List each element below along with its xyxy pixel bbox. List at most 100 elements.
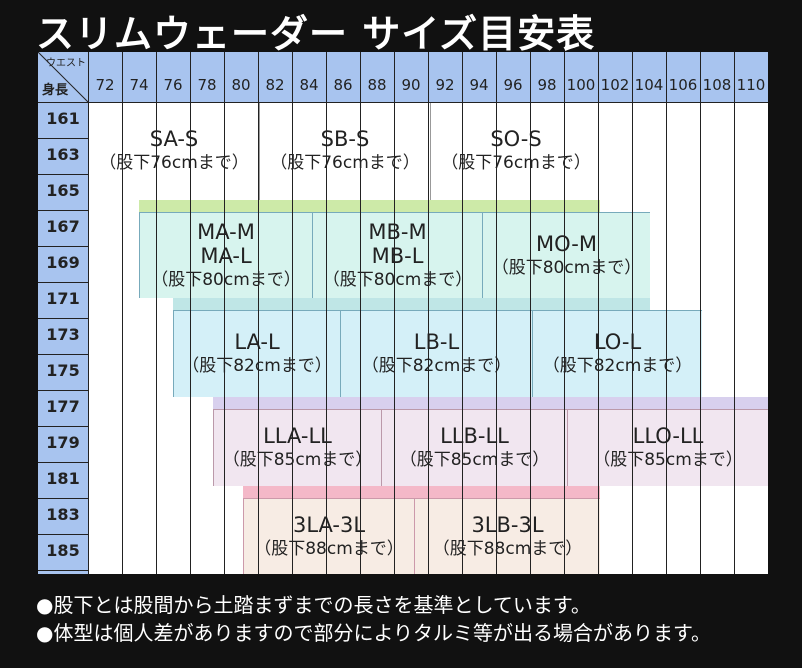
footnotes: ●股下とは股間から土踏まずまでの長さを基準としています。 ●体型は個人差がありま…	[36, 591, 711, 647]
height-row-header: 179	[46, 433, 80, 452]
grid-vline	[224, 52, 225, 574]
height-row-header: 181	[46, 469, 80, 488]
zone-inseam-note: （股下88cmまで）	[254, 538, 404, 559]
grid-vline	[530, 52, 531, 574]
waist-col-header: 106	[668, 76, 698, 94]
zone-inseam-note: （股下82cmまで）	[182, 356, 332, 376]
waist-label: ウエスト	[46, 58, 86, 69]
height-row-header: 185	[46, 541, 80, 560]
zone-inseam-note: （股下80cmまで）	[322, 269, 473, 290]
zone-inseam-note: （股下80cmまで）	[151, 269, 301, 290]
waist-col-header: 104	[634, 76, 664, 94]
height-row-header: 173	[46, 325, 80, 344]
zone-strip-m-l	[173, 298, 650, 310]
zone-code: MO-M	[536, 231, 597, 256]
zone-code: LLB-LL	[440, 424, 509, 448]
grid-vline	[428, 52, 429, 574]
grid-vline	[734, 52, 735, 574]
waist-col-header: 94	[469, 76, 489, 94]
waist-col-header: 110	[736, 76, 766, 94]
grid-vline	[258, 52, 259, 574]
size-zone-lo-l: LO-L （股下82cmまで）	[532, 310, 702, 397]
size-zone-3la-3l: 3LA-3L （股下88cmまで）	[243, 498, 414, 574]
size-zone-la-l: LA-L （股下82cmまで）	[173, 310, 340, 397]
size-zone-mo-m: MO-M （股下80cmまで）	[482, 212, 650, 298]
zone-inseam-note: （股下76cmまで）	[441, 153, 591, 173]
grid-hline	[38, 354, 88, 355]
size-zone-mb: MB-M MB-L （股下80cmまで）	[312, 212, 482, 298]
waist-col-header: 92	[435, 76, 455, 94]
zone-code: LO-L	[593, 330, 642, 354]
waist-col-header: 108	[702, 76, 732, 94]
grid-vline	[632, 52, 633, 574]
waist-col-header: 96	[503, 76, 523, 94]
zone-code-alt: MB-L	[371, 243, 424, 268]
grid-hline	[38, 534, 88, 535]
waist-col-header: 78	[197, 76, 217, 94]
height-row-header: 177	[46, 397, 80, 416]
zone-code-alt: MA-L	[200, 243, 252, 268]
grid-vline	[394, 52, 395, 574]
waist-col-header: 74	[129, 76, 149, 94]
grid-hline	[38, 174, 88, 175]
zone-inseam-note: （股下85cmまで）	[222, 450, 373, 470]
diagonal-divider	[38, 52, 88, 102]
grid-vline	[190, 52, 191, 574]
waist-col-header: 80	[231, 76, 251, 94]
grid-vline	[496, 52, 497, 574]
grid-vline	[122, 52, 123, 574]
waist-header-row	[38, 52, 768, 102]
grid-vline	[598, 52, 599, 574]
grid-hline	[38, 210, 88, 211]
zone-strip-s-m	[139, 200, 600, 212]
size-zone-3lb-3l: 3LB-3L （股下88cmまで）	[414, 498, 600, 574]
grid-vline	[156, 52, 157, 574]
grid-vline	[564, 52, 565, 574]
size-zone-lb-l: LB-L （股下82cmまで）	[340, 310, 532, 397]
grid-vline	[326, 52, 327, 574]
height-row-header: 171	[46, 289, 80, 308]
zone-inseam-note: （股下76cmまで）	[99, 153, 249, 173]
zone-code: LB-L	[413, 330, 460, 354]
size-zone-so-s: SO-S （股下76cmまで）	[430, 102, 601, 200]
footnote-inseam: ●股下とは股間から土踏まずまでの長さを基準としています。	[36, 593, 591, 617]
size-zone-sb-s: SB-S （股下76cmまで）	[259, 102, 430, 200]
zone-code: LLO-LL	[632, 424, 704, 448]
waist-col-header: 86	[333, 76, 353, 94]
height-row-header: 175	[46, 361, 80, 380]
zone-code: MB-M	[368, 219, 427, 244]
height-header-column	[38, 52, 88, 574]
size-zone-sa-s: SA-S （股下76cmまで）	[88, 102, 259, 200]
size-zone-ma: MA-M MA-L （股下80cmまで）	[139, 212, 312, 298]
grid-vline	[700, 52, 701, 574]
grid-vline	[666, 52, 667, 574]
zone-inseam-note: （股下85cmまで）	[593, 450, 743, 470]
grid-hline	[38, 246, 88, 247]
page-title: スリムウェーダー サイズ目安表	[36, 12, 596, 56]
height-row-header: 165	[46, 181, 80, 200]
height-row-header: 183	[46, 505, 80, 524]
zone-code: 3LB-3L	[471, 512, 544, 537]
zone-code: MA-M	[197, 219, 255, 244]
zone-inseam-note: （股下76cmまで）	[270, 153, 420, 173]
grid-hline	[38, 570, 88, 571]
zone-code: 3LA-3L	[292, 512, 366, 537]
grid-hline	[38, 390, 88, 391]
zone-inseam-note: （股下80cmまで）	[491, 257, 642, 278]
waist-col-header: 84	[299, 76, 319, 94]
grid-hline	[38, 426, 88, 427]
height-label: 身長	[42, 83, 69, 98]
zone-strip-ll-3l	[243, 486, 600, 498]
grid-vline	[462, 52, 463, 574]
zone-code: SO-S	[490, 127, 542, 151]
waist-col-header: 102	[600, 76, 630, 94]
grid-vline	[88, 52, 89, 574]
waist-col-header: 72	[95, 76, 115, 94]
footnote-fit: ●体型は個人差がありますので部分によりタルミ等が出る場合があります。	[36, 621, 712, 645]
waist-col-header: 100	[566, 76, 596, 94]
height-row-header: 167	[46, 217, 80, 236]
zone-inseam-note: （股下88cmまで）	[432, 538, 583, 559]
zone-inseam-note: （股下82cmまで）	[361, 356, 512, 376]
grid-hline	[38, 498, 88, 499]
zone-code: LLA-LL	[263, 424, 332, 448]
